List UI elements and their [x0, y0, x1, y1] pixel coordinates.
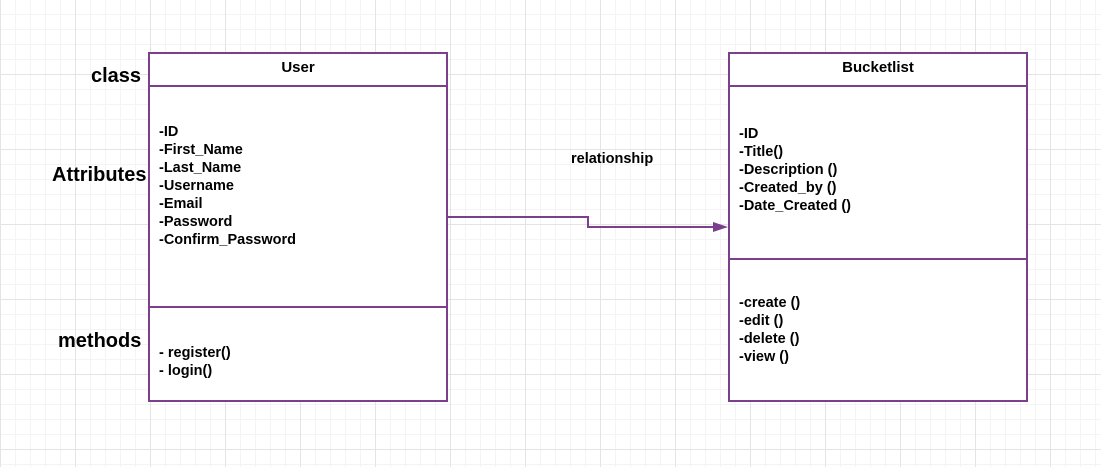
user-attribute: -Confirm_Password — [159, 232, 296, 248]
bucketlist-attributes-section: -ID -Title() -Description () -Created_by… — [730, 87, 1026, 260]
bucketlist-attributes-list: -ID -Title() -Description () -Created_by… — [739, 125, 851, 215]
bucketlist-attribute: -Created_by () — [739, 180, 837, 196]
relationship-label: relationship — [571, 151, 654, 167]
bucketlist-class-name: Bucketlist — [730, 54, 1026, 87]
bucketlist-attribute: -Description () — [739, 162, 838, 178]
user-attribute: -First_Name — [159, 142, 243, 158]
class-label: class — [91, 65, 142, 87]
attributes-label: Attributes — [52, 164, 147, 186]
bucketlist-attribute: -Title() — [739, 144, 784, 160]
bucketlist-methods-section: -create () -edit () -delete () -view () — [730, 260, 1026, 400]
bucketlist-class-box[interactable]: Bucketlist -ID -Title() -Description () … — [728, 52, 1028, 402]
user-attribute: -Email — [159, 196, 203, 212]
arrowhead-icon — [713, 222, 728, 232]
user-method: - login() — [159, 363, 213, 379]
bucketlist-method: -delete () — [739, 331, 800, 347]
methods-label: methods — [58, 330, 142, 352]
user-attribute: -Password — [159, 214, 233, 230]
user-method: - register() — [159, 345, 231, 361]
bucketlist-methods-list: -create () -edit () -delete () -view () — [739, 294, 800, 366]
user-attribute: -Last_Name — [159, 160, 242, 176]
user-methods-list: - register() - login() — [159, 344, 231, 380]
bucketlist-method: -view () — [739, 349, 789, 365]
user-class-box[interactable]: User -ID -First_Name -Last_Name -Usernam… — [148, 52, 448, 402]
bucketlist-method: -edit () — [739, 313, 784, 329]
user-attribute: -Username — [159, 178, 234, 194]
user-class-name: User — [150, 54, 446, 87]
bucketlist-method: -create () — [739, 295, 801, 311]
relationship-line — [448, 216, 714, 228]
user-methods-section: - register() - login() — [150, 308, 446, 400]
user-attributes-section: -ID -First_Name -Last_Name -Username -Em… — [150, 87, 446, 308]
bucketlist-attribute: -Date_Created () — [739, 198, 851, 214]
user-attribute: -ID — [159, 124, 179, 140]
user-attributes-list: -ID -First_Name -Last_Name -Username -Em… — [159, 123, 296, 249]
bucketlist-attribute: -ID — [739, 126, 759, 142]
